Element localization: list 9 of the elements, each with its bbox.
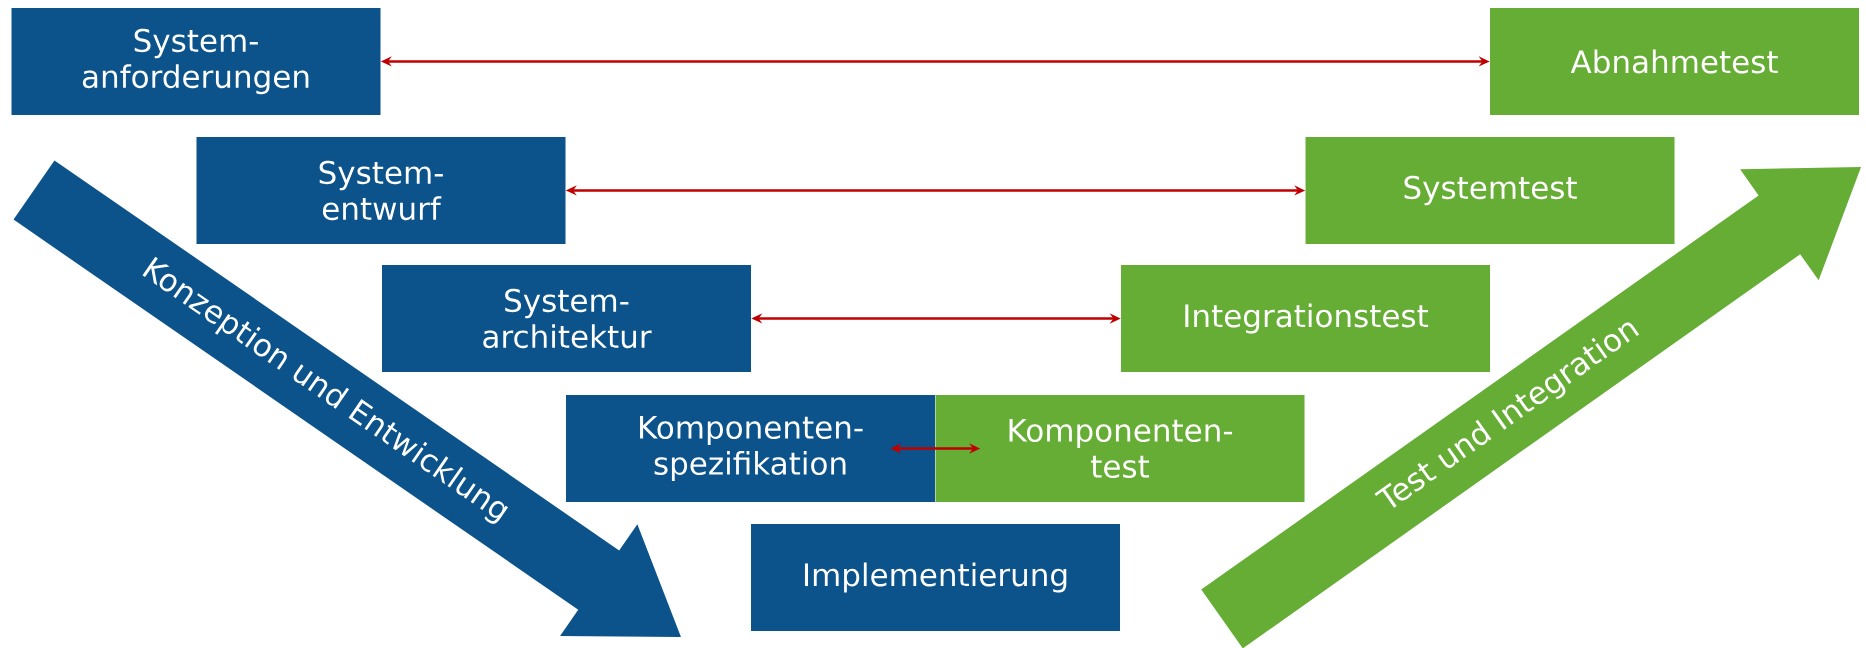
process-box: System- anforderungen	[11, 8, 381, 115]
process-box: System- architektur	[382, 265, 751, 372]
process-box: Integrationstest	[1121, 265, 1490, 372]
process-box: Systemtest	[1305, 137, 1675, 244]
process-box: Implementierung	[751, 524, 1120, 631]
process-box: Komponenten- spezifikation	[566, 395, 935, 502]
process-box: System- entwurf	[196, 137, 566, 244]
process-box: Komponenten- test	[935, 395, 1305, 502]
process-box: Abnahmetest	[1490, 8, 1859, 115]
